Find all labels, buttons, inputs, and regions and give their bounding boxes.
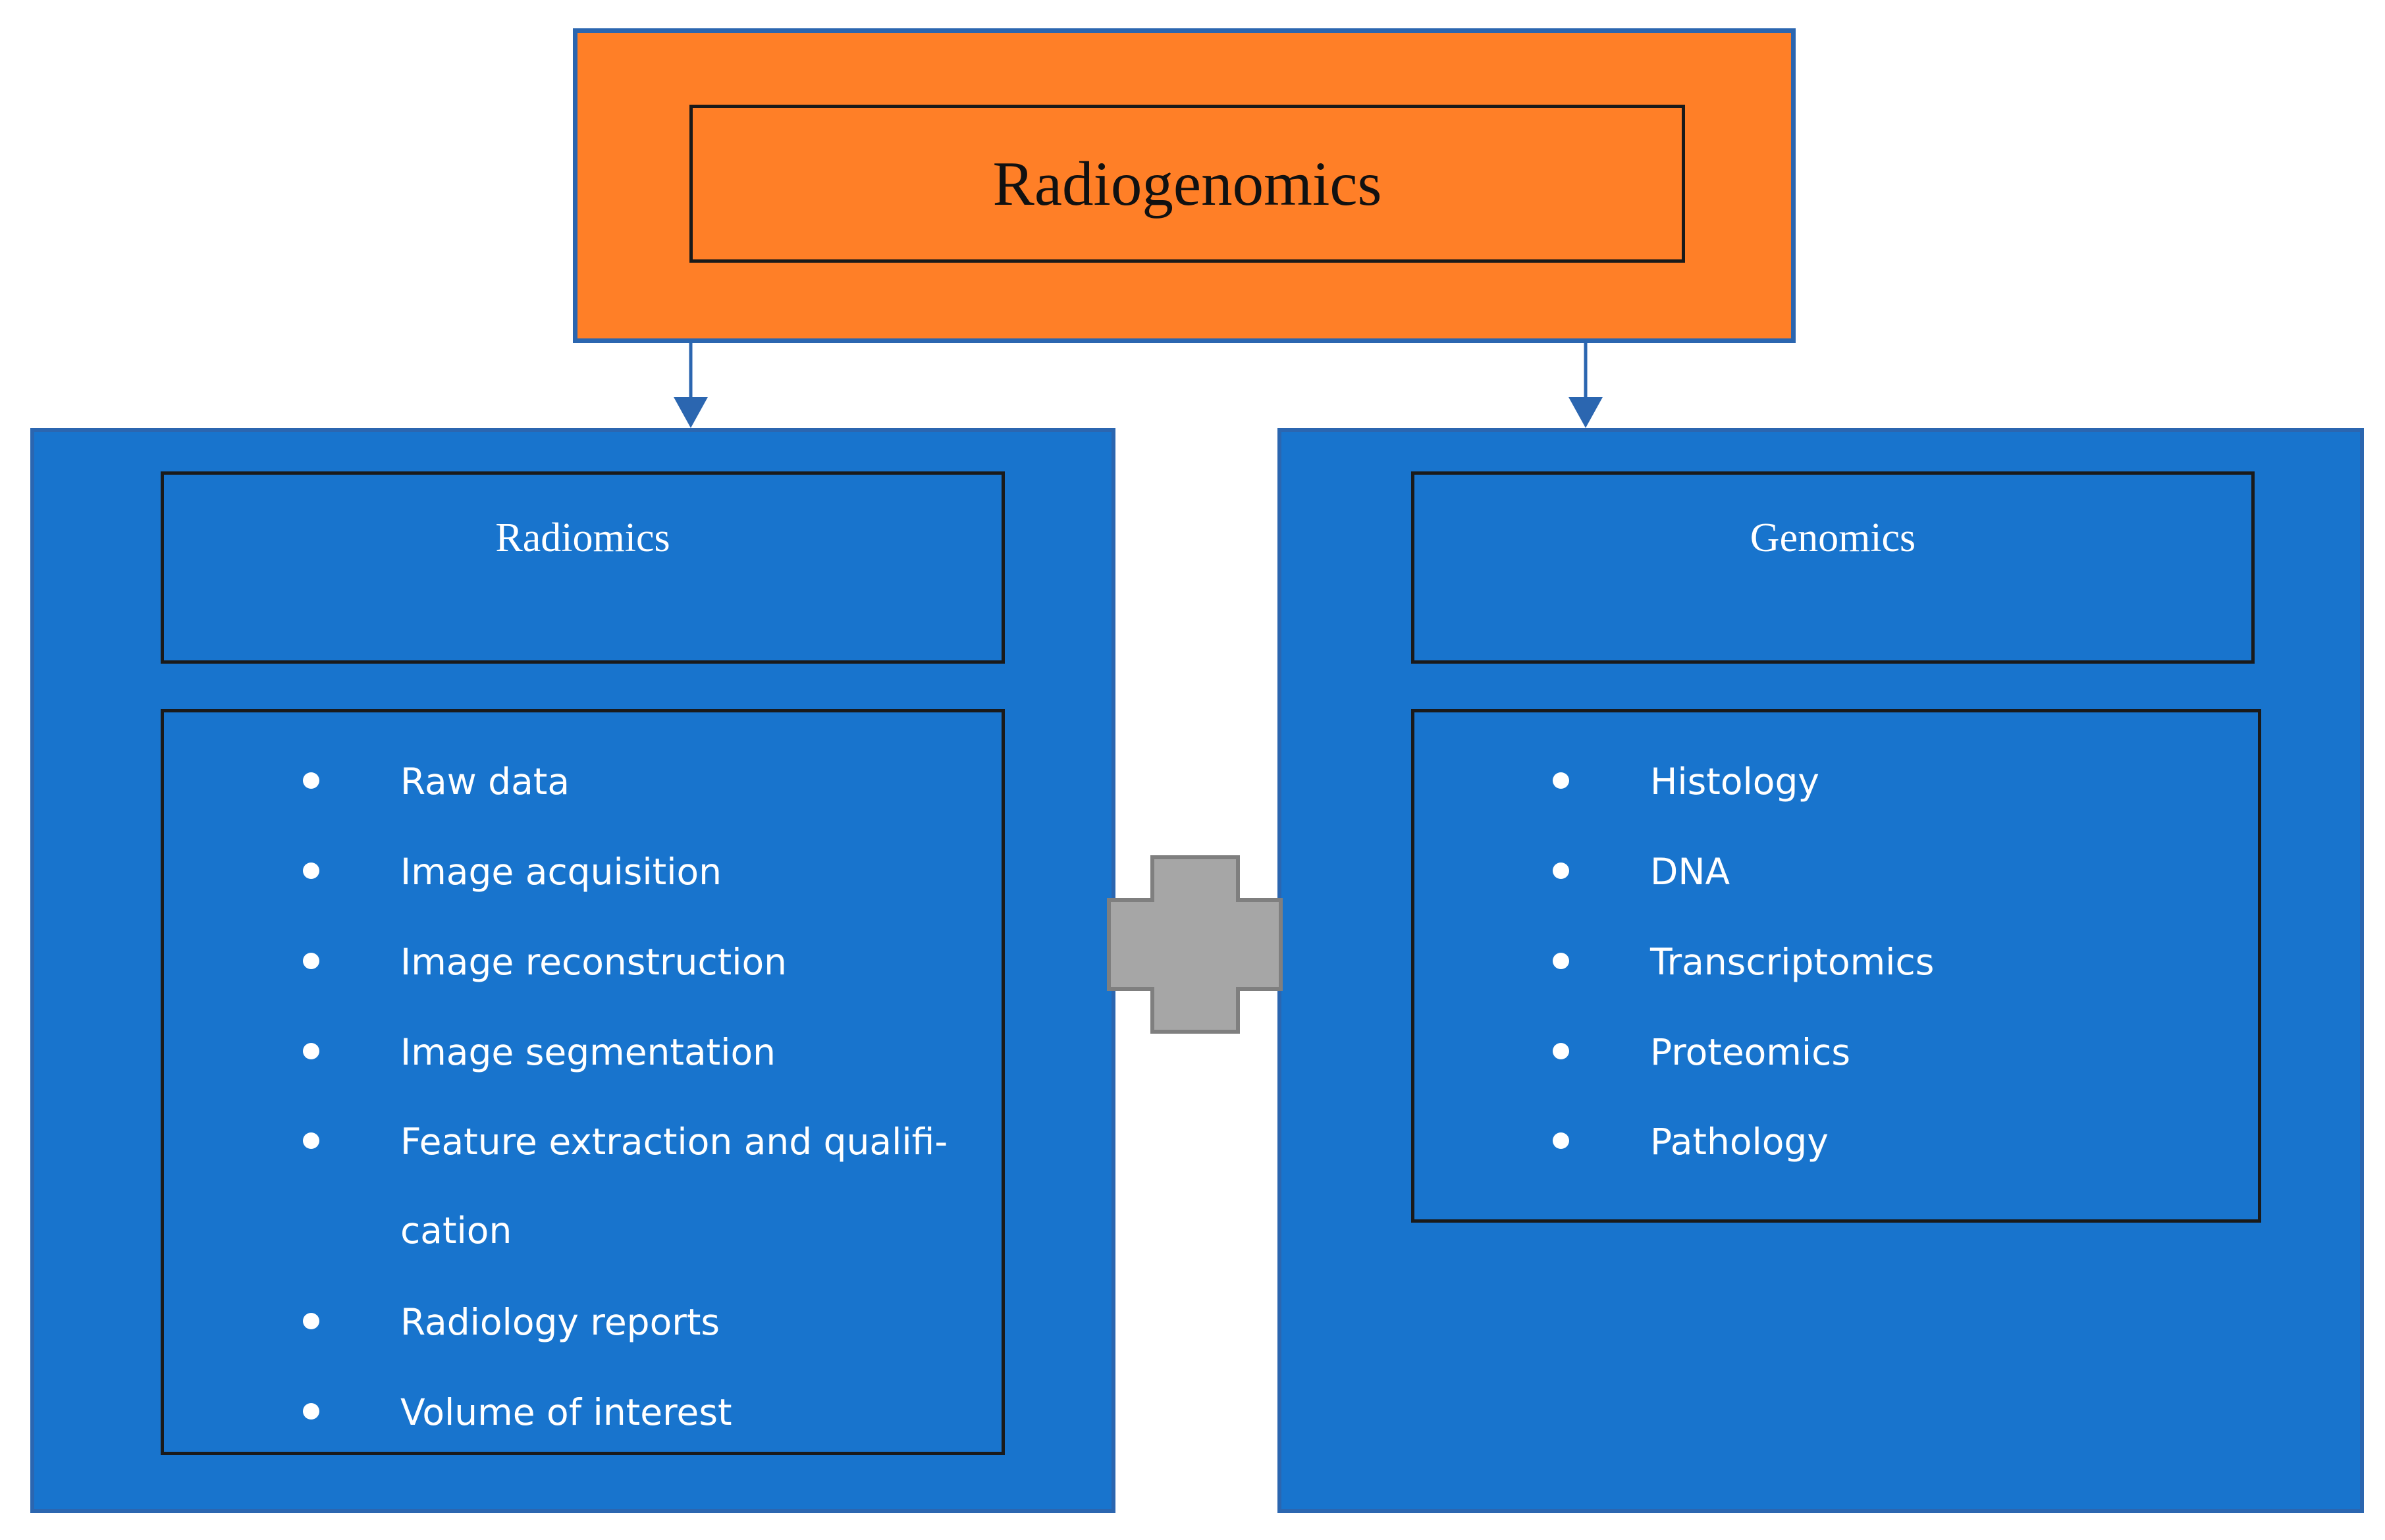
radiogenomics-box bbox=[573, 28, 1796, 343]
list-bullet bbox=[303, 863, 319, 879]
list-item: Image reconstruction bbox=[400, 941, 788, 983]
list-item: Image acquisition bbox=[400, 851, 722, 893]
radiomics-list bbox=[161, 709, 1005, 1455]
list-bullet bbox=[303, 1132, 319, 1149]
genomics-header-box: Genomics bbox=[1411, 471, 2255, 664]
radiomics-header-box: Radiomics bbox=[161, 471, 1005, 664]
radiomics-header: Radiomics bbox=[495, 516, 670, 560]
list-bullet bbox=[1553, 863, 1569, 879]
list-bullet bbox=[303, 953, 319, 969]
list-item: Transcriptomics bbox=[1650, 941, 1935, 983]
list-item: Radiology reports bbox=[400, 1301, 720, 1343]
list-item: Image segmentation bbox=[400, 1031, 776, 1073]
list-bullet bbox=[1553, 953, 1569, 969]
genomics-list bbox=[1411, 709, 2261, 1223]
arrow-down-icon bbox=[674, 343, 708, 428]
plus-icon bbox=[1107, 855, 1283, 1034]
list-bullet bbox=[303, 1313, 319, 1329]
radiomics-panel bbox=[30, 428, 1115, 1513]
genomics-header: Genomics bbox=[1750, 516, 1916, 560]
radiogenomics-title: Radiogenomics bbox=[992, 148, 1382, 219]
genomics-panel bbox=[1277, 428, 2364, 1513]
list-item: Proteomics bbox=[1650, 1031, 1851, 1073]
list-bullet bbox=[303, 1403, 319, 1420]
radiogenomics-title-box: Radiogenomics bbox=[689, 105, 1685, 263]
list-bullet bbox=[1553, 1043, 1569, 1059]
list-item: Pathology bbox=[1650, 1121, 1829, 1163]
list-item: Feature extraction and qualifi- bbox=[400, 1121, 948, 1163]
list-bullet bbox=[303, 772, 319, 789]
list-bullet bbox=[1553, 1132, 1569, 1149]
list-bullet bbox=[1553, 772, 1569, 789]
list-item: DNA bbox=[1650, 851, 1730, 893]
arrow-down-icon bbox=[1568, 343, 1603, 428]
list-bullet bbox=[303, 1043, 319, 1059]
list-item: Histology bbox=[1650, 760, 1819, 803]
list-item-continuation: cation bbox=[400, 1209, 512, 1252]
list-item: Raw data bbox=[400, 760, 570, 803]
list-item: Volume of interest bbox=[400, 1391, 732, 1433]
